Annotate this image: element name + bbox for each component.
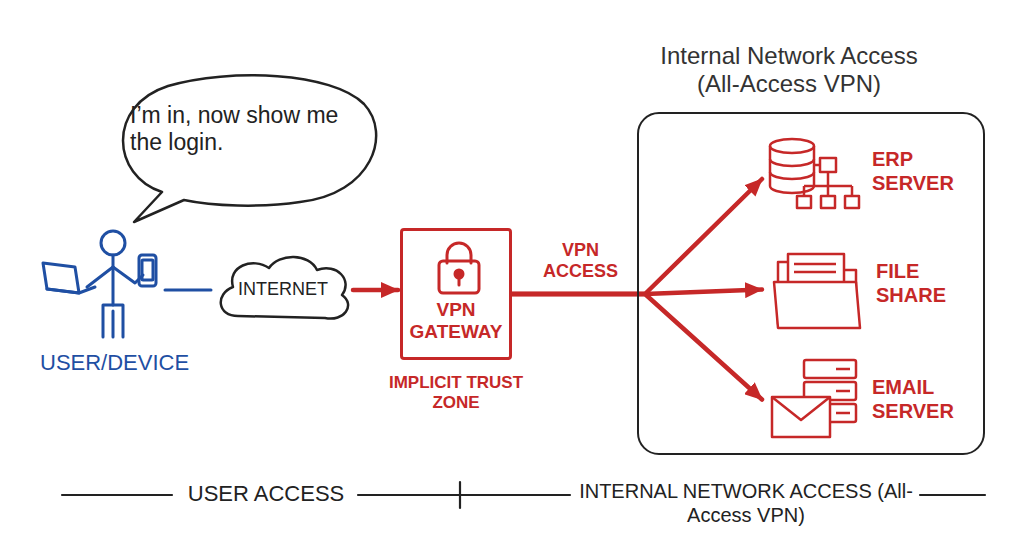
file-share: FILE SHARE bbox=[764, 242, 954, 337]
drawing-stroke bbox=[770, 139, 859, 208]
section-label: INTERNAL NETWORK ACCESS (All-Access VPN) bbox=[578, 480, 914, 527]
connector-arrow bbox=[165, 289, 211, 292]
node-text: INTERNET bbox=[213, 279, 353, 300]
drawing-stroke bbox=[774, 282, 860, 328]
speech-bubble: I’m in, now show me the login. bbox=[100, 72, 378, 212]
drawing-stroke bbox=[47, 287, 95, 293]
drawing-stroke bbox=[62, 494, 172, 496]
node-text: Internal Network Access (All-Access VPN) bbox=[639, 42, 939, 99]
drawing-stroke bbox=[139, 255, 156, 286]
email-server: EMAIL SERVER bbox=[764, 352, 974, 447]
drawing-stroke bbox=[772, 360, 856, 437]
node-text: VPN GATEWAY bbox=[403, 299, 509, 344]
drawing-stroke bbox=[103, 305, 123, 337]
drawing-stroke bbox=[772, 397, 830, 437]
drawing-stroke bbox=[772, 397, 830, 420]
internal-network: Internal Network Access (All-Access VPN)… bbox=[637, 112, 985, 455]
drawing-stroke bbox=[142, 260, 153, 280]
vpn-gateway: VPN GATEWAYIMPLICIT TRUST ZONE bbox=[400, 228, 512, 360]
drawing-stroke bbox=[797, 196, 811, 208]
drawing-stroke bbox=[820, 158, 836, 172]
node-text: ERP SERVER bbox=[872, 148, 972, 195]
node-text: I’m in, now show me the login. bbox=[130, 102, 356, 156]
drawing-stroke bbox=[845, 196, 859, 208]
node-text: EMAIL SERVER bbox=[872, 376, 972, 423]
drawing-stroke bbox=[439, 243, 479, 293]
drawing-stroke bbox=[101, 231, 125, 255]
erp-server: ERP SERVER bbox=[764, 134, 974, 224]
email-server-shape bbox=[764, 352, 974, 447]
zone-caption: IMPLICIT TRUST ZONE bbox=[385, 373, 527, 413]
drawing-stroke bbox=[804, 165, 852, 196]
drawing-stroke bbox=[458, 277, 461, 285]
drawing-stroke bbox=[774, 254, 860, 328]
drawing-stroke bbox=[439, 261, 479, 293]
drawing-stroke bbox=[821, 196, 835, 208]
edge-label: VPN ACCESS bbox=[531, 240, 631, 282]
internet-cloud: INTERNET bbox=[213, 252, 353, 326]
drawing-stroke bbox=[87, 267, 113, 287]
drawing-stroke bbox=[459, 482, 461, 508]
drawing-stroke bbox=[43, 231, 156, 337]
drawing-stroke bbox=[794, 264, 836, 272]
user-device: USER/DEVICE bbox=[35, 225, 165, 380]
drawing-stroke bbox=[836, 369, 850, 413]
drawing-stroke bbox=[770, 159, 814, 179]
drawing-stroke bbox=[123, 75, 376, 222]
vpn-gateway-shape bbox=[403, 231, 515, 363]
drawing-stroke bbox=[920, 494, 985, 496]
drawing-stroke bbox=[770, 139, 814, 153]
connector-arrow bbox=[353, 288, 398, 293]
node-text: FILE SHARE bbox=[876, 260, 956, 307]
node-text: USER/DEVICE bbox=[40, 350, 189, 376]
drawing-stroke bbox=[358, 494, 570, 496]
section-label: USER ACCESS bbox=[180, 481, 352, 507]
drawing-stroke bbox=[112, 255, 115, 305]
